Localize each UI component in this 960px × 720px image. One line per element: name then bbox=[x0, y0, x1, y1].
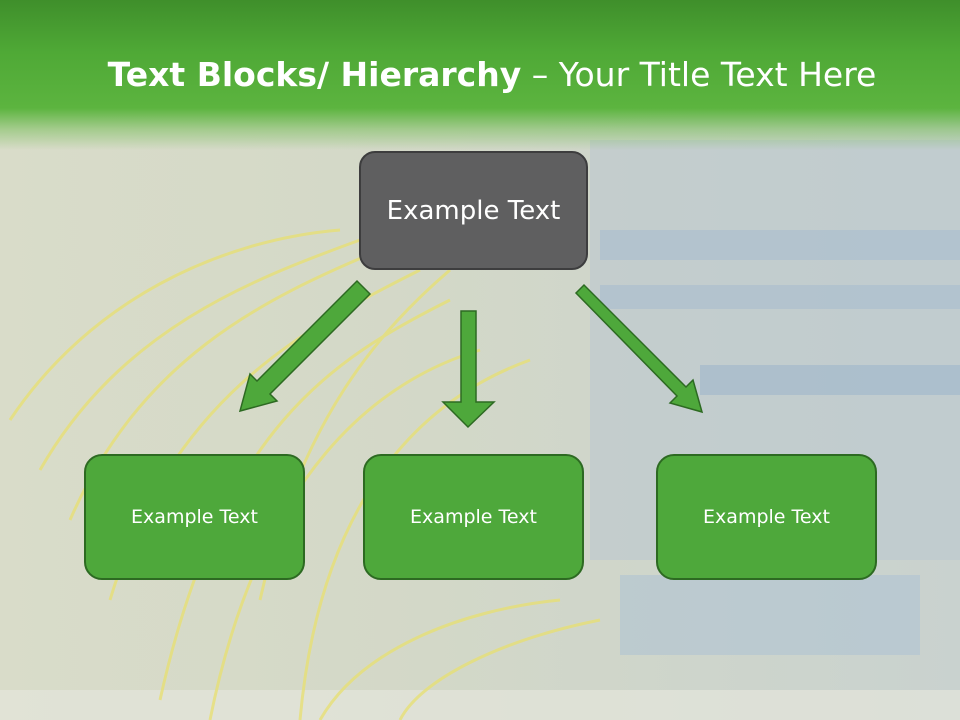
top-level-box: Example Text bbox=[359, 151, 588, 270]
arrow-left bbox=[238, 279, 372, 413]
arrow-center bbox=[441, 310, 496, 429]
arrow-right bbox=[574, 283, 704, 414]
child-box-center: Example Text bbox=[363, 454, 584, 580]
title-bold: Text Blocks/ Hierarchy bbox=[107, 55, 522, 94]
child-box-right: Example Text bbox=[656, 454, 877, 580]
slide-title: Text Blocks/ Hierarchy – Your Title Text… bbox=[0, 52, 960, 98]
child-box-left: Example Text bbox=[84, 454, 305, 580]
title-band bbox=[0, 0, 960, 150]
title-rest: – Your Title Text Here bbox=[521, 55, 877, 94]
